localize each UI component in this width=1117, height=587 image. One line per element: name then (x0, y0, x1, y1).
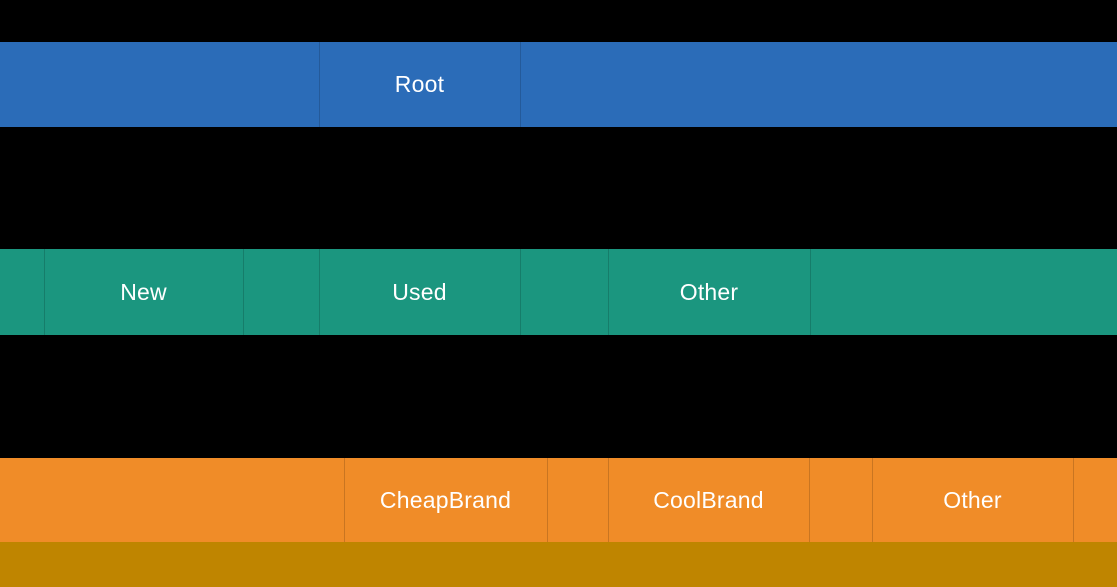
segment-label: Root (394, 71, 445, 97)
chart-segment-unlabeled[interactable] (520, 42, 1117, 127)
level-0-root: Root (0, 42, 1117, 127)
chart-segment-unlabeled[interactable] (0, 249, 44, 335)
level-1-condition: New Used Other (0, 249, 1117, 335)
gap-top (0, 0, 1117, 42)
gap-root-to-condition (0, 127, 1117, 249)
segment-label: New (120, 278, 167, 305)
gap-condition-to-brand (0, 335, 1117, 458)
chart-segment-root[interactable]: Root (319, 42, 520, 127)
chart-segment-unlabeled[interactable] (547, 458, 608, 542)
segment-label: Other (943, 486, 1002, 513)
chart-segment-cheapbrand[interactable]: CheapBrand (344, 458, 547, 542)
chart-segment-unlabeled[interactable] (520, 249, 608, 335)
chart-segment-unlabeled[interactable] (1073, 458, 1117, 542)
segment-label: CoolBrand (653, 486, 764, 513)
level-3-leaf (0, 542, 1117, 587)
chart-segment-unlabeled[interactable] (810, 249, 1117, 335)
chart-segment-other[interactable]: Other (872, 458, 1073, 542)
chart-segment-other[interactable]: Other (608, 249, 810, 335)
chart-segment-unlabeled[interactable] (0, 542, 1117, 587)
chart-segment-coolbrand[interactable]: CoolBrand (608, 458, 809, 542)
segment-label: Other (679, 278, 739, 305)
chart-segment-new[interactable]: New (44, 249, 243, 335)
segment-label: Used (392, 278, 447, 305)
level-2-brand: CheapBrand CoolBrand Other (0, 458, 1117, 542)
chart-segment-unlabeled[interactable] (809, 458, 872, 542)
chart-segment-used[interactable]: Used (319, 249, 520, 335)
segment-label: CheapBrand (379, 486, 512, 513)
chart-segment-unlabeled[interactable] (243, 249, 319, 335)
chart-segment-unlabeled[interactable] (0, 42, 319, 127)
chart-segment-unlabeled[interactable] (0, 458, 344, 542)
